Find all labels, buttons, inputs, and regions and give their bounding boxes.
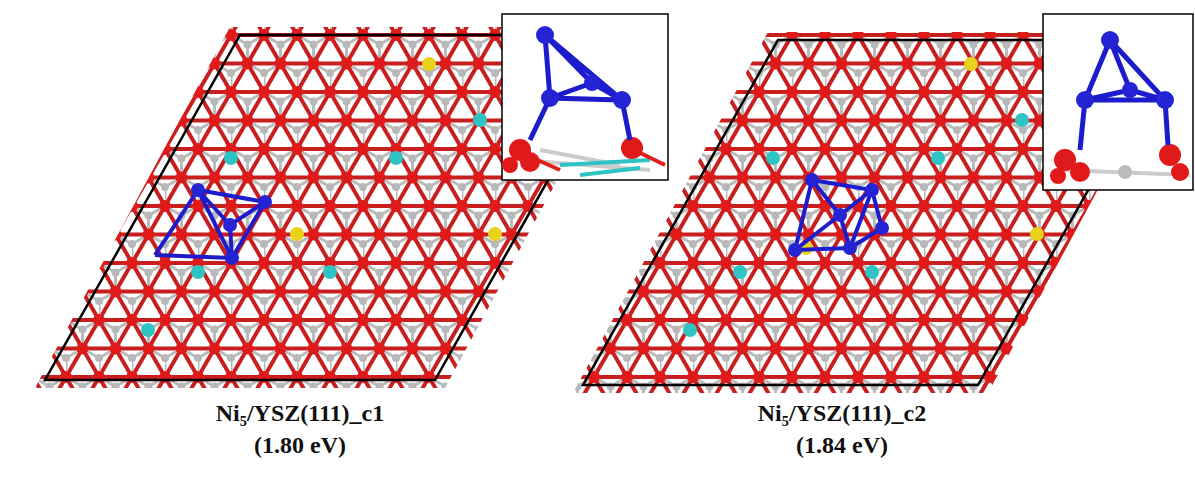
structure-label: Ni₅/YSZ(111)_c2 bbox=[758, 400, 927, 427]
energy-value: (1.84 eV) bbox=[796, 432, 888, 459]
energy-value: (1.80 eV) bbox=[254, 432, 346, 459]
structure-label: Ni₅/YSZ(111)_c1 bbox=[216, 400, 385, 427]
